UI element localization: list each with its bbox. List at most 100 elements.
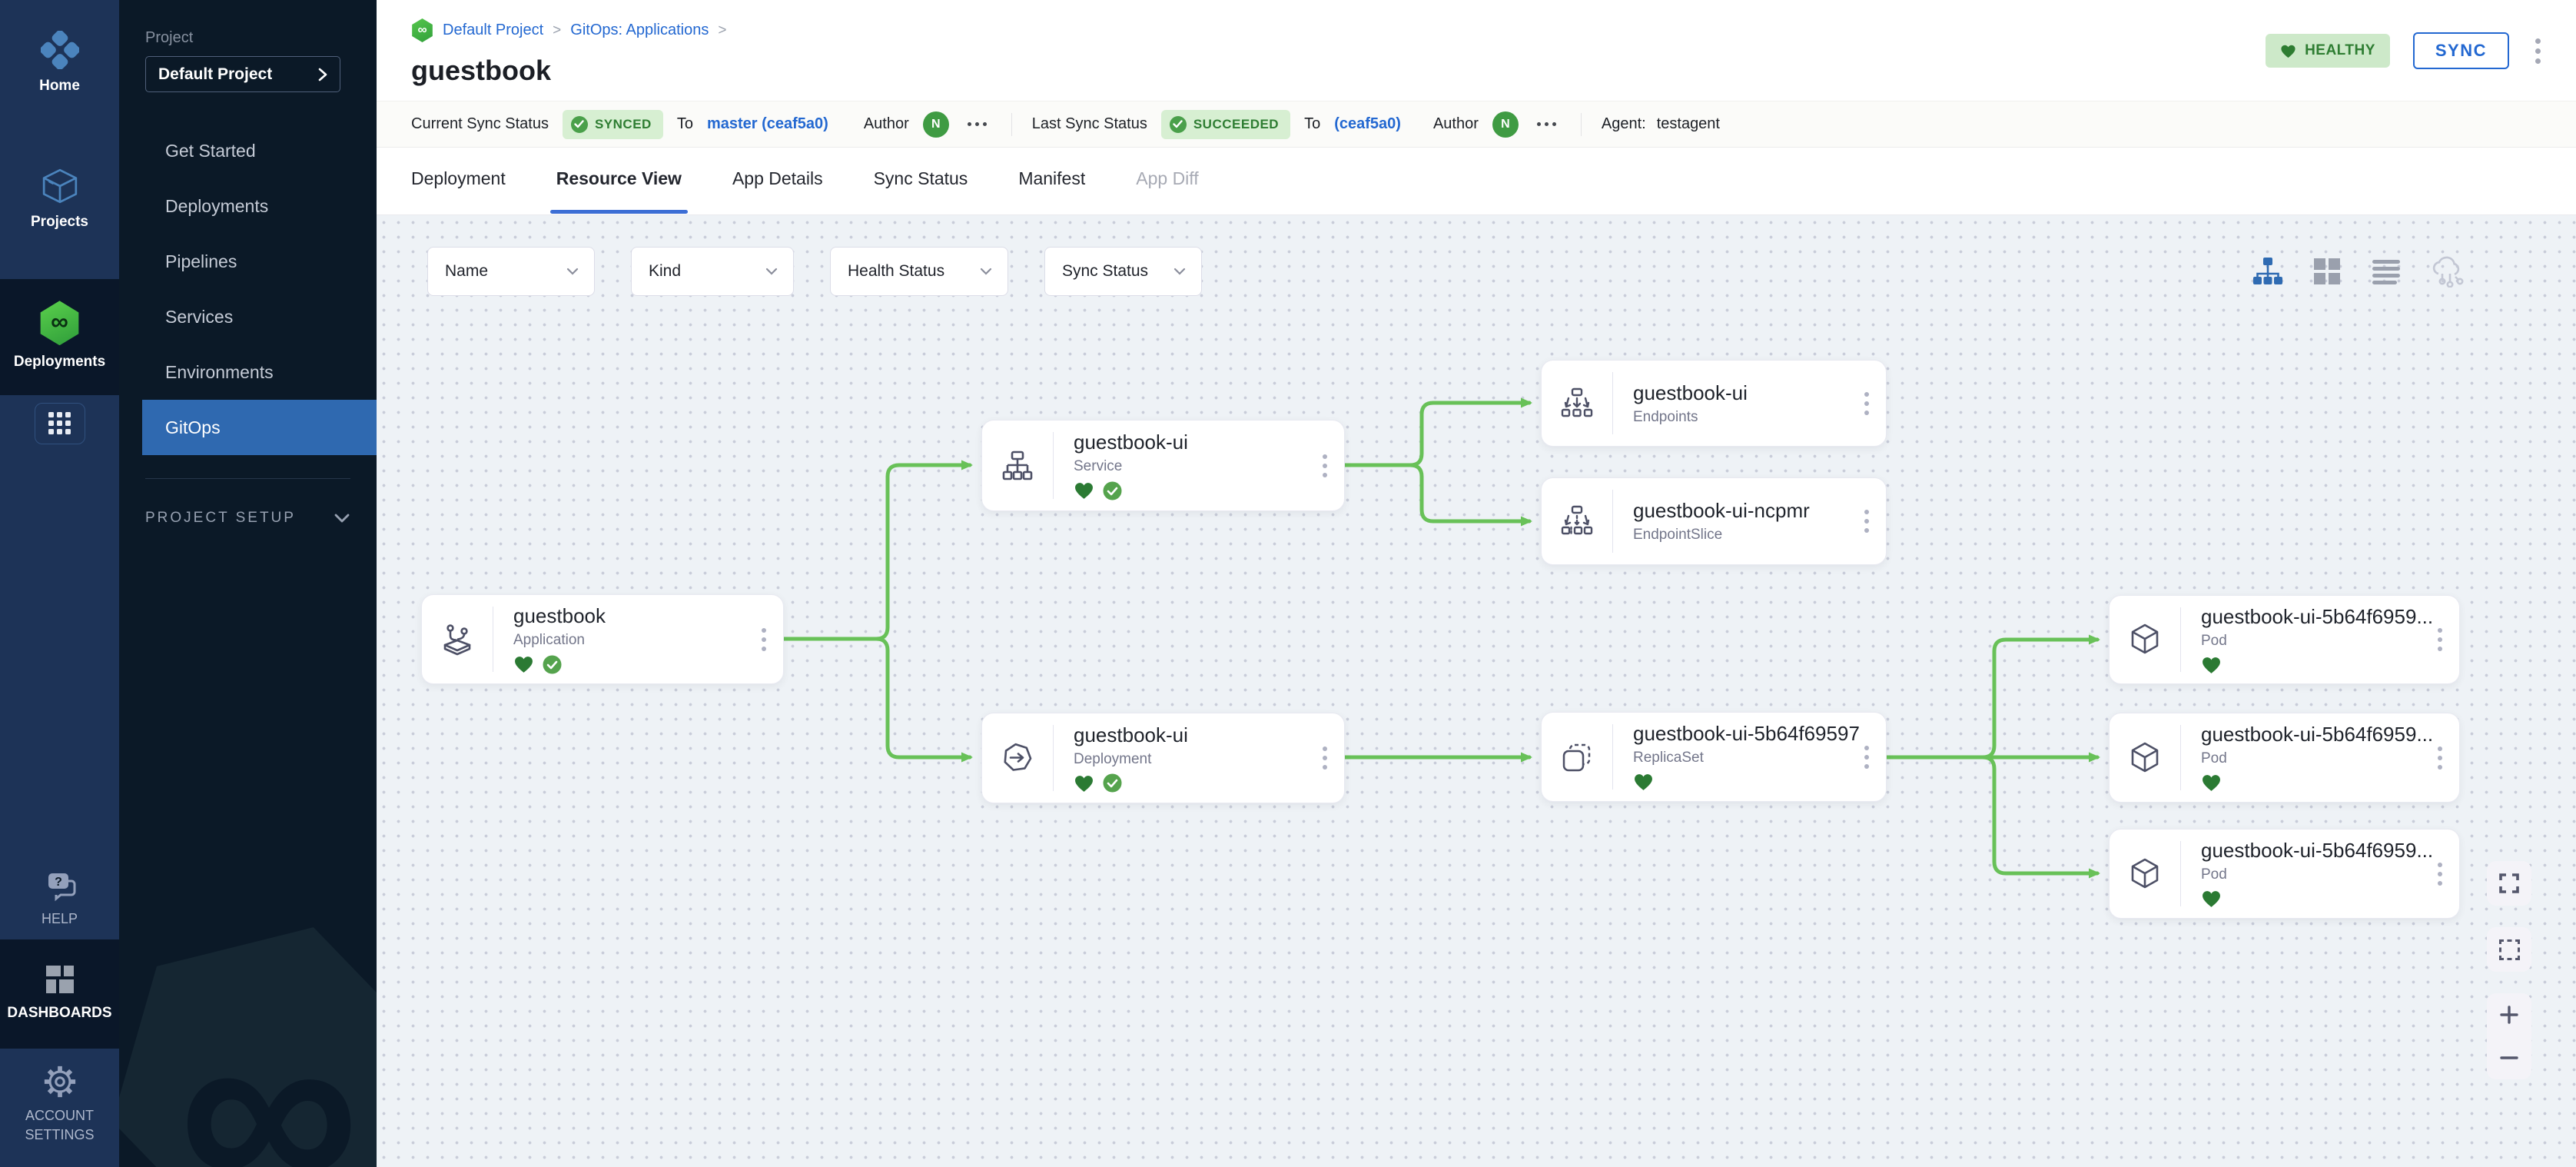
- healthy-heart-icon: [2203, 657, 2220, 673]
- node-kind: Pod: [2201, 866, 2227, 883]
- node-pod-2[interactable]: guestbook-ui-5b64f6959... Pod: [2109, 713, 2460, 803]
- network-view-toggle[interactable]: [2430, 255, 2464, 288]
- endpoints-kind-icon: [1542, 386, 1612, 421]
- fullscreen-icon: [2499, 873, 2519, 893]
- nav-account-settings[interactable]: ACCOUNT SETTINGS: [0, 1049, 119, 1167]
- tab-app-details[interactable]: App Details: [732, 168, 823, 188]
- project-sidebar: Project Default Project Get Started Depl…: [119, 0, 377, 1167]
- replicaset-kind-icon: [1542, 740, 1612, 775]
- check-circle-icon: [1169, 115, 1187, 133]
- node-more-menu[interactable]: [1860, 505, 1874, 537]
- node-application-guestbook[interactable]: guestbook Application: [421, 594, 784, 684]
- breadcrumb-applications-link[interactable]: GitOps: Applications: [570, 22, 709, 38]
- node-title: guestbook-ui-5b64f6959...: [2201, 604, 2434, 628]
- node-more-menu[interactable]: [2433, 858, 2447, 890]
- page-more-menu[interactable]: [2532, 35, 2544, 67]
- resource-tree-canvas[interactable]: Name Kind Health Status Sync Status: [377, 215, 2576, 1167]
- current-sync-status-label: Current Sync Status: [411, 115, 549, 132]
- zoom-in-button[interactable]: [2487, 993, 2531, 1036]
- sidebar-item-deployments[interactable]: Deployments: [165, 195, 269, 216]
- sync-button[interactable]: SYNC: [2412, 32, 2509, 69]
- filter-sync-status-dropdown[interactable]: Sync Status: [1044, 247, 1202, 296]
- header-actions: HEALTHY SYNC: [2266, 32, 2544, 69]
- node-more-menu[interactable]: [1318, 742, 1332, 774]
- tree-view-toggle[interactable]: [2252, 256, 2284, 287]
- grid-view-toggle[interactable]: [2312, 256, 2342, 287]
- sidebar-item-gitops[interactable]: GitOps: [142, 400, 377, 455]
- sidebar-item-get-started[interactable]: Get Started: [165, 140, 256, 161]
- node-title: guestbook-ui-ncpmr: [1633, 499, 1810, 522]
- filter-kind-dropdown[interactable]: Kind: [631, 247, 794, 296]
- sidebar-item-pipelines[interactable]: Pipelines: [165, 251, 237, 271]
- node-kind: EndpointSlice: [1633, 527, 1723, 543]
- node-title: guestbook-ui: [1074, 431, 1188, 454]
- node-pod-3[interactable]: guestbook-ui-5b64f6959... Pod: [2109, 829, 2460, 919]
- node-more-menu[interactable]: [1860, 387, 1874, 420]
- healthy-heart-icon: [1635, 774, 1652, 790]
- node-deployment-guestbook-ui[interactable]: guestbook-ui Deployment: [981, 713, 1345, 803]
- node-title: guestbook: [513, 604, 606, 627]
- node-more-menu[interactable]: [2433, 742, 2447, 774]
- service-kind-icon: [982, 448, 1053, 484]
- sidebar-item-services[interactable]: Services: [165, 306, 234, 327]
- tab-sync-status[interactable]: Sync Status: [873, 168, 968, 188]
- projects-icon: [42, 168, 77, 203]
- current-sync-status-badge: SYNCED: [562, 109, 663, 139]
- main-content: ∞ Default Project > GitOps: Applications…: [377, 0, 2576, 1167]
- node-more-menu[interactable]: [1860, 741, 1874, 773]
- tab-manifest[interactable]: Manifest: [1018, 168, 1086, 188]
- to-label: To: [676, 115, 693, 132]
- project-setup-toggle[interactable]: PROJECT SETUP: [145, 510, 350, 527]
- node-endpointslice-guestbook-ui-ncpmr[interactable]: guestbook-ui-ncpmr EndpointSlice: [1541, 477, 1887, 565]
- tab-deployment[interactable]: Deployment: [411, 168, 506, 188]
- nav-dashboards-label: DASHBOARDS: [7, 1004, 112, 1021]
- node-title: guestbook-ui: [1633, 381, 1748, 404]
- dashboards-icon: [45, 965, 74, 993]
- commit-more-button[interactable]: [963, 118, 991, 131]
- nav-help[interactable]: ? HELP: [0, 859, 119, 939]
- tab-resource-view[interactable]: Resource View: [549, 168, 689, 214]
- marquee-icon: [2498, 939, 2520, 960]
- author-avatar[interactable]: N: [1492, 111, 1519, 138]
- filter-health-status-dropdown[interactable]: Health Status: [830, 247, 1008, 296]
- node-replicaset-guestbook-ui-5b64f69597[interactable]: guestbook-ui-5b64f69597 ReplicaSet: [1541, 712, 1887, 802]
- node-pod-1[interactable]: guestbook-ui-5b64f6959... Pod: [2109, 595, 2460, 684]
- deployment-kind-icon: [982, 740, 1053, 776]
- grid-view-icon: [2314, 258, 2340, 284]
- nav-dashboards[interactable]: DASHBOARDS: [0, 939, 119, 1049]
- pod-kind-icon: [2110, 856, 2180, 892]
- node-endpoints-guestbook-ui[interactable]: guestbook-ui Endpoints: [1541, 360, 1887, 447]
- current-sync-target-link[interactable]: master (ceaf5a0): [706, 115, 828, 132]
- marquee-select-button[interactable]: [2487, 927, 2531, 972]
- health-badge-label: HEALTHY: [2305, 42, 2375, 58]
- author-avatar[interactable]: N: [922, 111, 949, 138]
- project-selector[interactable]: Default Project: [145, 56, 340, 92]
- view-toggle-group: [2252, 255, 2464, 288]
- pod-kind-icon: [2110, 622, 2180, 657]
- synced-check-icon: [1103, 481, 1122, 500]
- node-title: guestbook-ui-5b64f6959...: [2201, 723, 2434, 746]
- sync-status-bar: Current Sync Status SYNCED To master (ce…: [377, 101, 2576, 148]
- page-title: guestbook: [411, 55, 552, 86]
- node-more-menu[interactable]: [757, 623, 771, 656]
- fullscreen-button[interactable]: [2487, 861, 2531, 906]
- module-switcher-button[interactable]: [34, 402, 85, 444]
- chevron-down-icon: [980, 268, 992, 275]
- healthy-heart-icon: [1075, 775, 1093, 792]
- node-more-menu[interactable]: [2433, 623, 2447, 656]
- page-header: ∞ Default Project > GitOps: Applications…: [377, 0, 2576, 101]
- sidebar-item-environments[interactable]: Environments: [165, 361, 274, 382]
- breadcrumb-project-link[interactable]: Default Project: [443, 22, 544, 38]
- deployments-icon: ∞: [40, 301, 79, 346]
- nav-home[interactable]: Home: [0, 20, 119, 107]
- node-more-menu[interactable]: [1318, 450, 1332, 482]
- zoom-out-button[interactable]: [2487, 1036, 2531, 1079]
- commit-more-button[interactable]: [1532, 118, 1561, 131]
- filter-name-dropdown[interactable]: Name: [427, 247, 595, 296]
- last-sync-target-link[interactable]: (ceaf5a0): [1334, 115, 1401, 132]
- list-view-toggle[interactable]: [2370, 257, 2402, 286]
- nav-projects[interactable]: Projects: [0, 156, 119, 243]
- node-service-guestbook-ui[interactable]: guestbook-ui Service: [981, 420, 1345, 511]
- nav-deployments[interactable]: ∞ Deployments: [0, 279, 119, 395]
